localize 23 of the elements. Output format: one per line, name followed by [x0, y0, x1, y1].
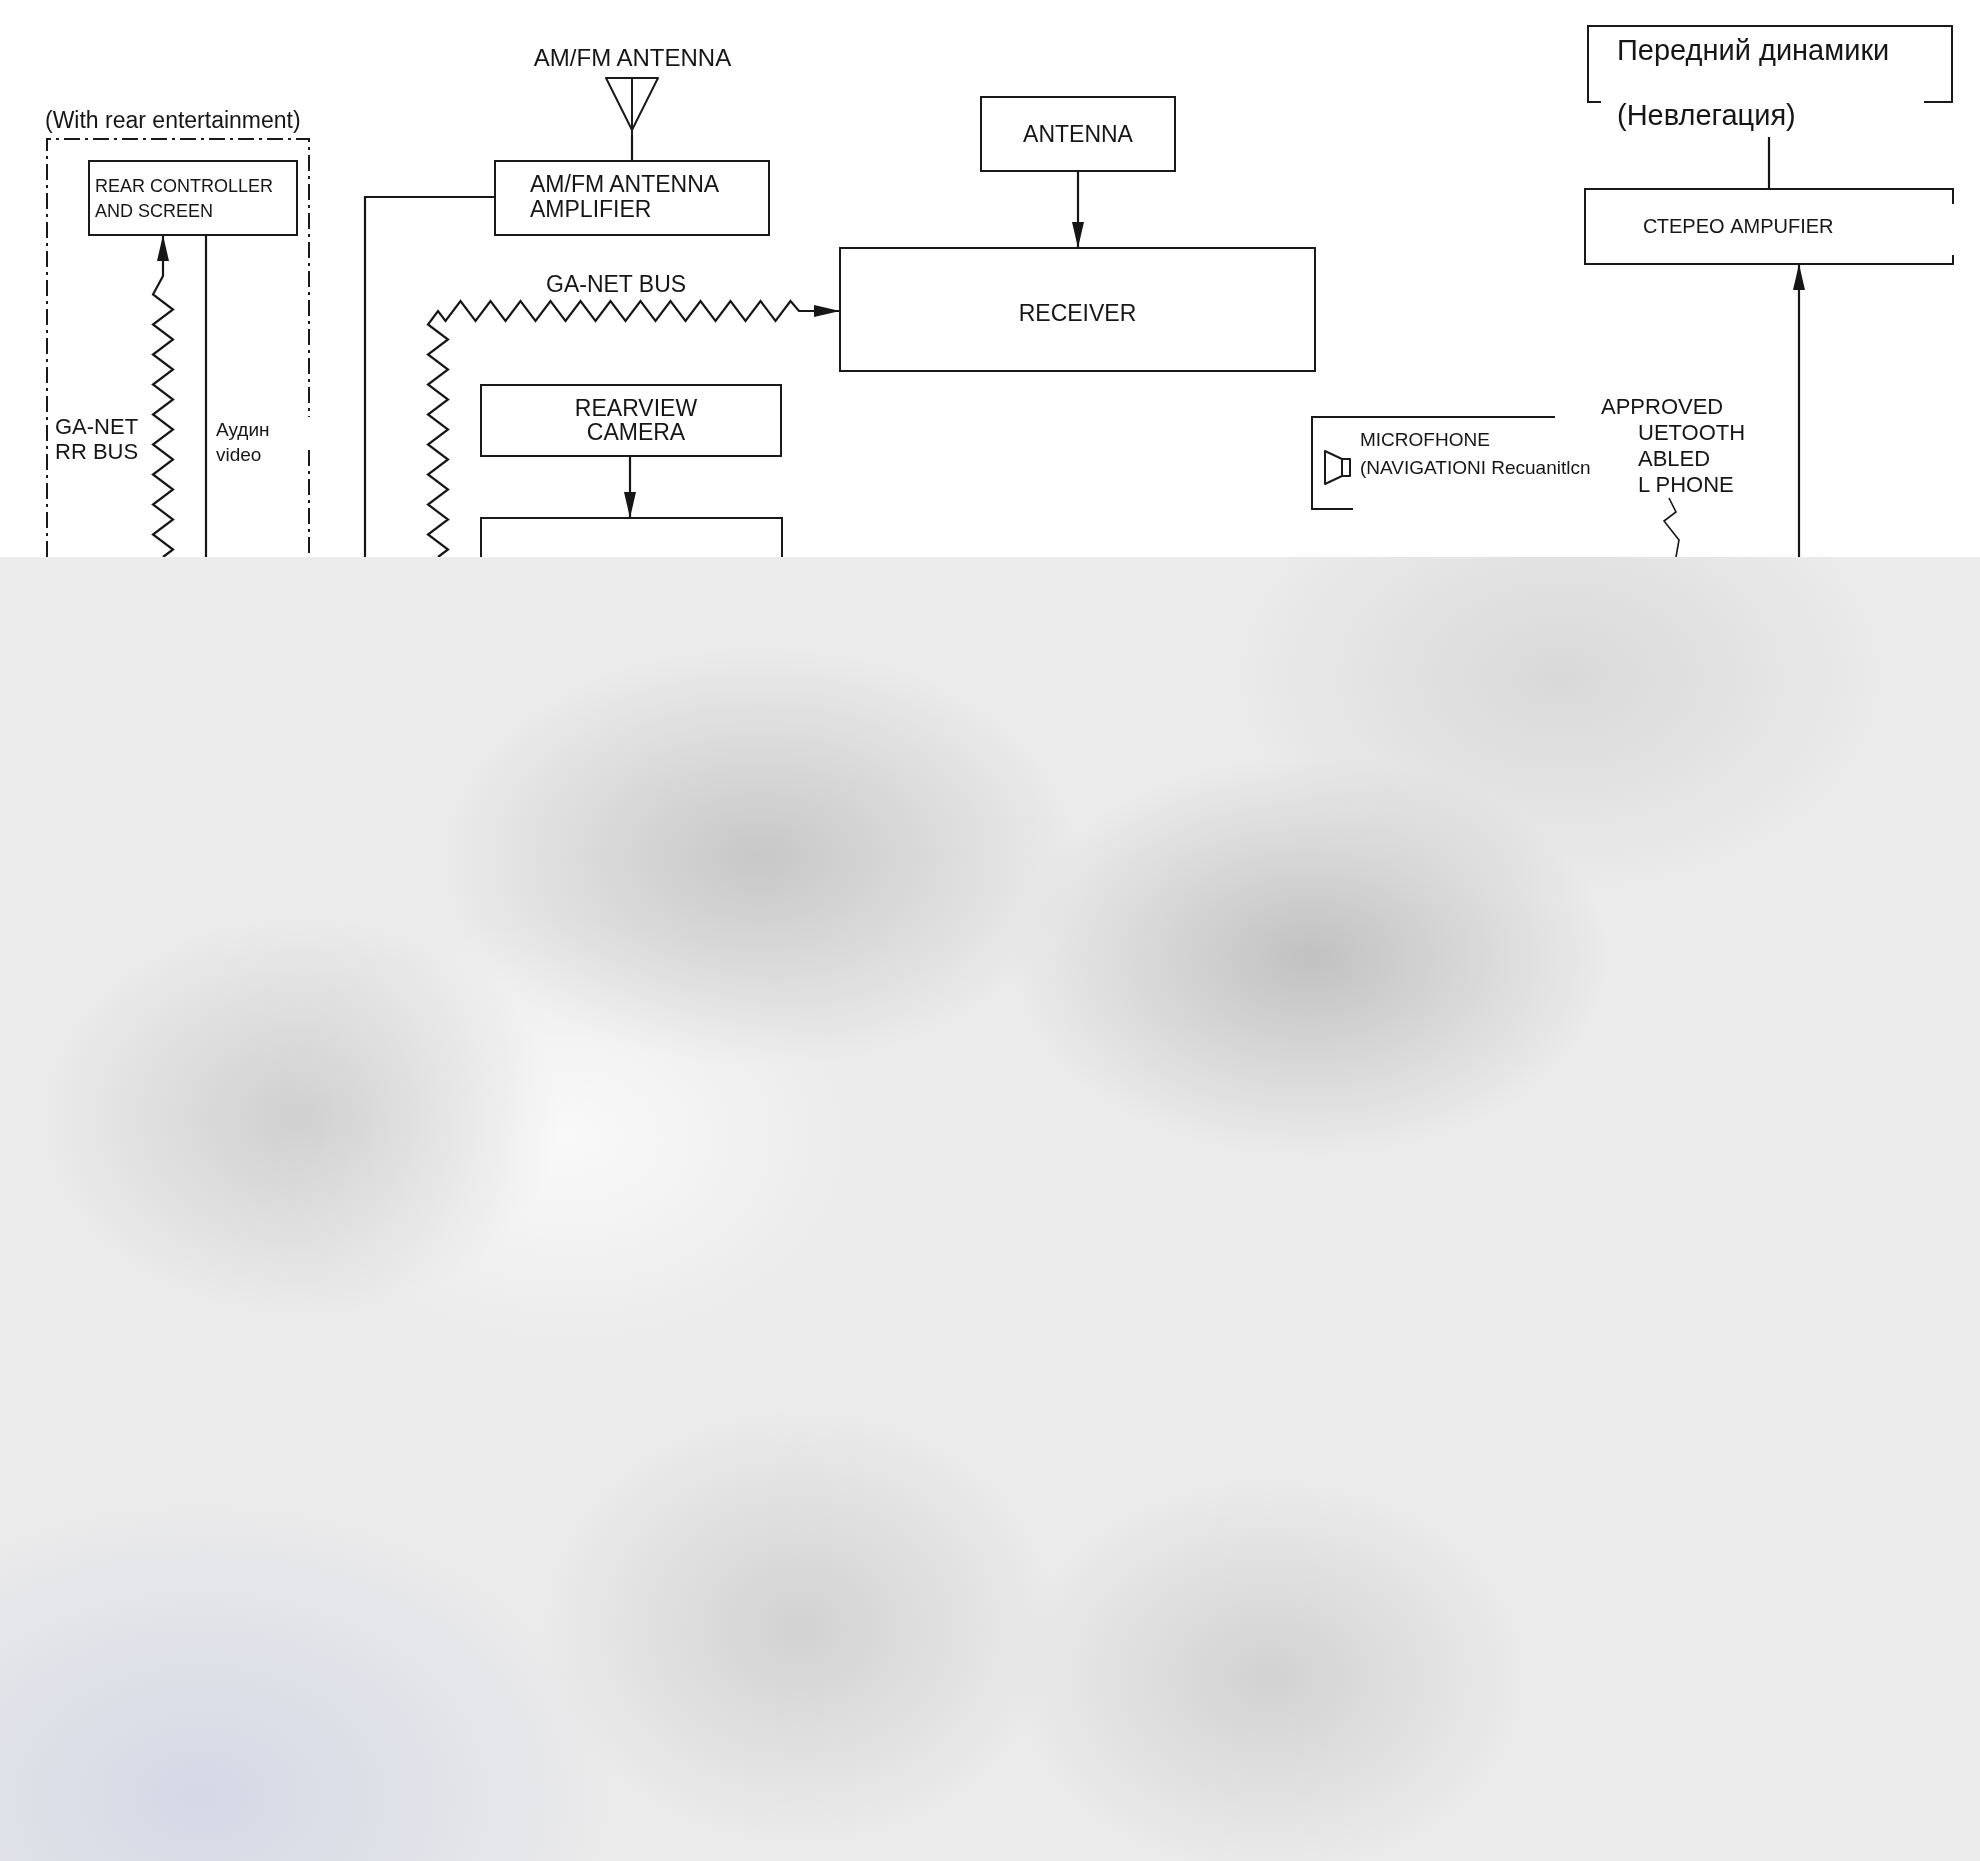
component-label: Передний динамики	[1617, 33, 1891, 67]
component-box: СТЕРЕО AMPUFIER	[1584, 188, 1954, 265]
lightning-line	[1662, 497, 1680, 558]
component-box: AM/FM ANTENNA AMPLIFIER	[494, 160, 770, 236]
arrow	[1072, 172, 1084, 248]
arrow	[1793, 264, 1805, 557]
bus-arrow	[426, 299, 840, 558]
arrow	[624, 457, 636, 518]
component-label: (Невлегация)	[1617, 98, 1797, 132]
device-label: APPROVED UETOOTH ABLED L PHONE	[1599, 394, 1751, 498]
component-box: REAR CONTROLLER AND SCREEN	[88, 160, 298, 236]
component-box: RECEIVER	[839, 247, 1316, 372]
connector-line	[630, 136, 634, 160]
group-title: (With rear entertainment)	[45, 106, 302, 134]
component-box: ANTENNA	[980, 96, 1176, 172]
component-label: MICROFHONE (NAVIGATIONI Recuanitlcn	[1360, 428, 1592, 480]
signal-line	[363, 195, 494, 557]
signal-line	[204, 236, 208, 557]
component-box	[480, 517, 783, 557]
antenna-label: AM/FM ANTENNA	[532, 44, 733, 72]
bus-arrow	[151, 235, 175, 558]
connector-line	[1767, 137, 1771, 188]
component-box: REARVIEW CAMERA	[480, 384, 782, 457]
